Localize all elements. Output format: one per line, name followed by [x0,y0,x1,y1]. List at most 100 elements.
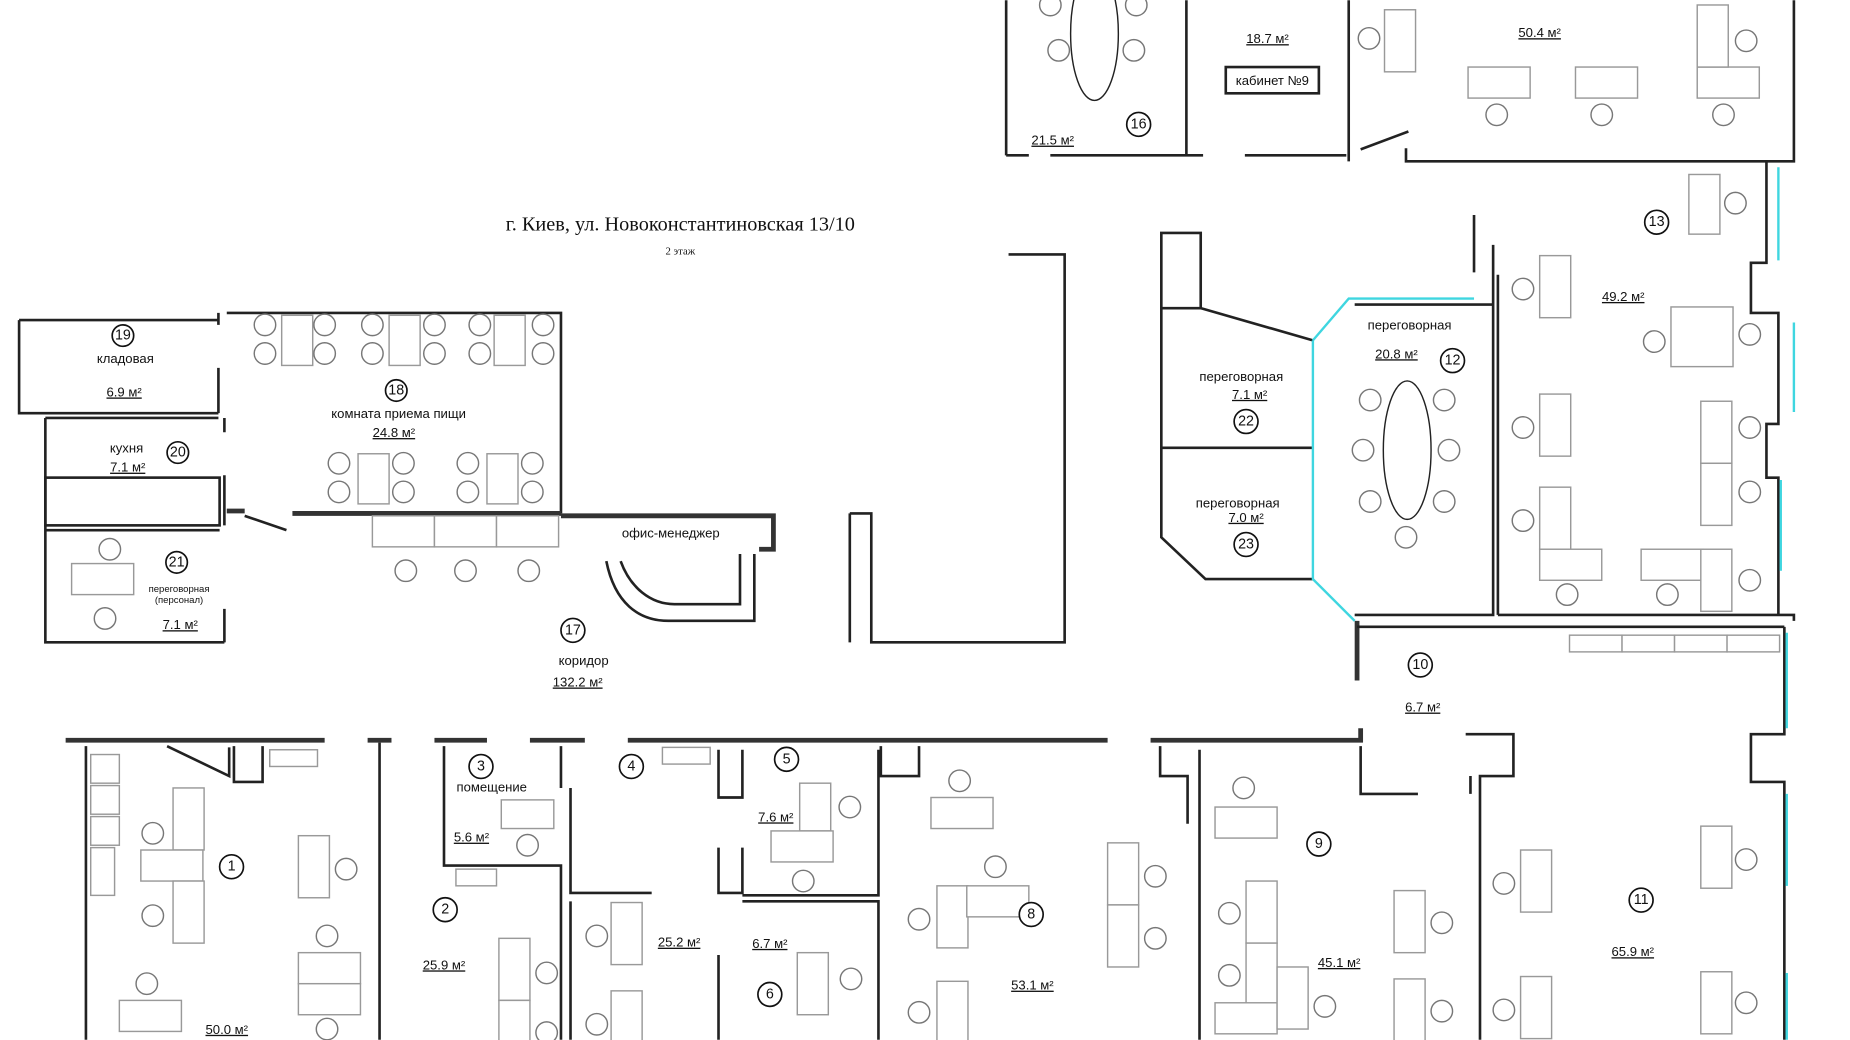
desk [770,830,834,863]
chair-icon [838,795,862,819]
room-21-name-2: (персонал) [155,595,203,606]
meeting-table [1382,380,1432,521]
chair-icon [531,313,555,337]
chair-icon [520,480,544,504]
chair-icon [1590,103,1614,127]
room-21-name: переговорная [149,584,210,595]
room-22-number: 22 [1233,408,1259,435]
walls [17,0,1796,1040]
desk [1696,66,1761,99]
room-12-number: 12 [1439,347,1466,374]
room-18-number: 18 [384,378,408,403]
room-12-name: переговорная [1368,318,1452,333]
chair-icon [1432,490,1456,513]
chair-icon [1358,490,1382,513]
room-19-area: 6.9 м² [107,384,143,399]
svg-text:5: 5 [783,751,791,767]
room-22-area: 7.1 м² [1232,387,1268,402]
chair-icon [535,1021,559,1040]
chair-icon [456,451,480,475]
room-19-name: кладовая [97,351,154,366]
chair-icon [517,559,541,583]
chair-icon [422,342,446,365]
chair-icon [394,559,418,583]
svg-text:17: 17 [565,622,581,638]
chair-icon [313,342,337,365]
svg-text:1: 1 [228,859,236,875]
svg-text:21: 21 [169,554,185,570]
desk [1621,634,1676,653]
room-6-number: 6 [757,981,783,1008]
desk [89,784,121,815]
desk [498,999,531,1040]
chair-icon [907,907,931,931]
desk [1538,254,1572,319]
chair-icon [1712,103,1735,127]
room-12-area: 20.8 м² [1375,346,1418,361]
desk [89,846,116,897]
desk [1568,634,1623,653]
desk [610,901,643,966]
svg-text:2: 2 [441,902,449,918]
svg-text:18: 18 [388,383,404,399]
desk [1393,889,1426,954]
chair-icon [1655,583,1679,607]
room-7-area: 25.2 м² [658,935,701,950]
desk [1393,978,1426,1040]
chair-icon [1358,388,1382,412]
chair-icon [1723,191,1747,215]
room-13-number: 13 [1643,209,1670,235]
chair-icon [327,480,351,504]
room-8-area: 53.1 м² [1011,978,1054,993]
room-11-number: 11 [1628,887,1654,913]
svg-text:3: 3 [477,758,485,774]
desk [1700,825,1733,889]
room-1-area: 50.0 м² [206,1022,249,1037]
chair-icon [1394,525,1418,549]
chair-icon [313,313,337,337]
desk [486,453,519,505]
desk [455,868,498,887]
room-10-number: 10 [1407,652,1434,678]
chair-icon [1143,926,1167,950]
chair-icon [1511,277,1535,301]
room-9-number: 9 [1306,831,1332,857]
room-3-number: 3 [468,753,494,780]
chair-icon [535,961,559,985]
chair-icon [360,342,384,365]
room-16-number: 16 [1125,111,1152,138]
svg-text:12: 12 [1445,353,1461,369]
desk [936,885,969,949]
room-4-number: 4 [618,753,645,780]
chair-icon [907,1000,931,1024]
room-1-number: 1 [218,853,245,880]
chair-icon [1642,330,1666,354]
desk [493,314,526,367]
chair-icon [1143,864,1167,888]
room-18-name: комната приема пищи [331,406,466,421]
desk [297,834,331,899]
desk [1670,306,1734,368]
room-21-area: 7.1 м² [163,617,199,632]
desk [388,314,421,367]
desk [661,746,711,765]
desk [498,937,531,1002]
cabinet-9-sign: кабинет №9 [1236,73,1309,88]
desk [495,515,560,548]
chair-icon [141,904,165,928]
room-top-area: 50.4 м² [1518,25,1561,40]
room-23-name: переговорная [1196,495,1280,510]
desk [1214,1002,1278,1035]
desk [1106,842,1140,906]
desk [1726,634,1781,653]
room-labels: офис-менеджер кабинет №9 кладовая 6.9 м²… [97,25,1670,1037]
room-5-area: 7.6 м² [758,809,794,824]
room-3-name: помещение [456,780,526,795]
desk [1700,971,1733,1035]
svg-text:8: 8 [1027,906,1035,922]
desk [1700,400,1733,465]
chair-icon [1555,583,1579,607]
desk [89,753,121,784]
chair-icon [520,451,544,475]
